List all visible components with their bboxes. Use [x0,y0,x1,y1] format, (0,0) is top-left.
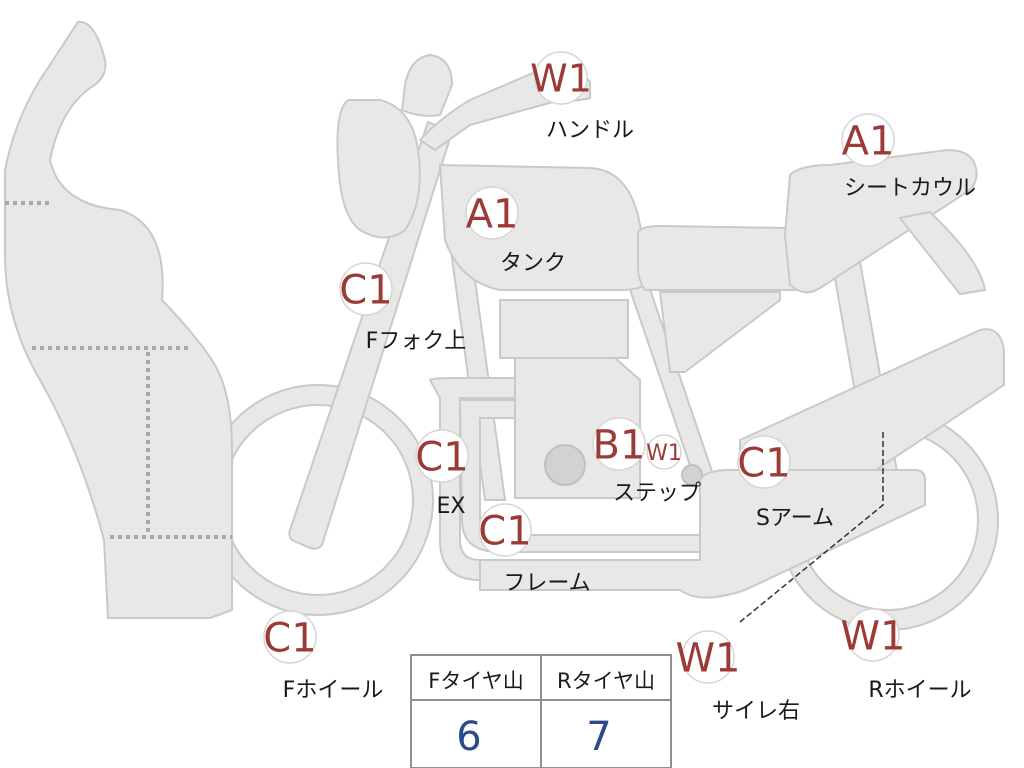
grade-badge [841,113,895,167]
part-label: Sアーム [756,506,834,531]
rear-tire-value: 7 [586,714,611,760]
grade-badge [415,429,469,483]
grade-text: C1 [478,508,531,554]
grade-text: W1 [676,635,741,681]
rear-tire-header: Rタイヤ山 [557,669,655,693]
part-label: サイレ右 [712,699,800,724]
grade-badge [534,51,588,105]
grade-badge [737,435,791,489]
part-label: フレーム [503,571,590,596]
part-label: EX [437,494,466,519]
grade-badge [263,610,317,664]
front-tire-header: Fタイヤ山 [428,669,523,693]
grade-badge [465,186,519,240]
grade-text: C1 [263,615,316,661]
tail-fin [898,210,987,296]
silencer [479,469,926,599]
front-fork [288,120,454,550]
headlight [336,99,421,239]
side-panel [658,291,781,373]
part-label: ステップ [613,481,701,506]
part-tank: A1 タンク [465,186,566,276]
grade-badge [339,262,393,316]
part-label: タンク [500,251,566,276]
part-label: Fフォク上 [366,329,467,354]
grade-badge [592,417,646,471]
seat [637,224,807,291]
front-fairing [4,20,233,619]
grade-text: W1 [841,613,906,659]
fairing-seams [5,201,232,539]
pointer-line [739,432,884,623]
part-label: シートカウル [844,176,976,201]
seat-cowl [783,148,978,294]
part-seat-cowl: A1 シートカウル [841,113,976,201]
part-label: ハンドル [546,118,634,143]
grade-text: A1 [842,118,895,164]
grade-text: C1 [415,434,468,480]
part-label: Rホイール [868,678,971,703]
grade-text: B1 [593,422,646,468]
grade-text: W1 [646,441,682,466]
grade-text: C1 [737,440,790,486]
part-step-sub: W1 [646,434,682,470]
grade-badge [681,630,735,684]
tire-table: Fタイヤ山 Rタイヤ山 6 7 [410,654,672,768]
front-tire-value: 6 [456,714,481,760]
grade-badge [646,434,682,470]
part-label: Fホイール [283,678,384,703]
part-silencer-r: W1 サイレ右 [676,630,800,724]
grade-text: C1 [339,267,392,313]
part-frame: C1 フレーム [478,503,591,596]
grade-badge [478,503,532,557]
grade-badge [846,608,900,662]
grade-text: A1 [466,191,519,237]
part-handle: W1 ハンドル [530,51,634,143]
part-step: B1 ステップ [592,417,701,506]
grade-text: W1 [530,57,592,101]
